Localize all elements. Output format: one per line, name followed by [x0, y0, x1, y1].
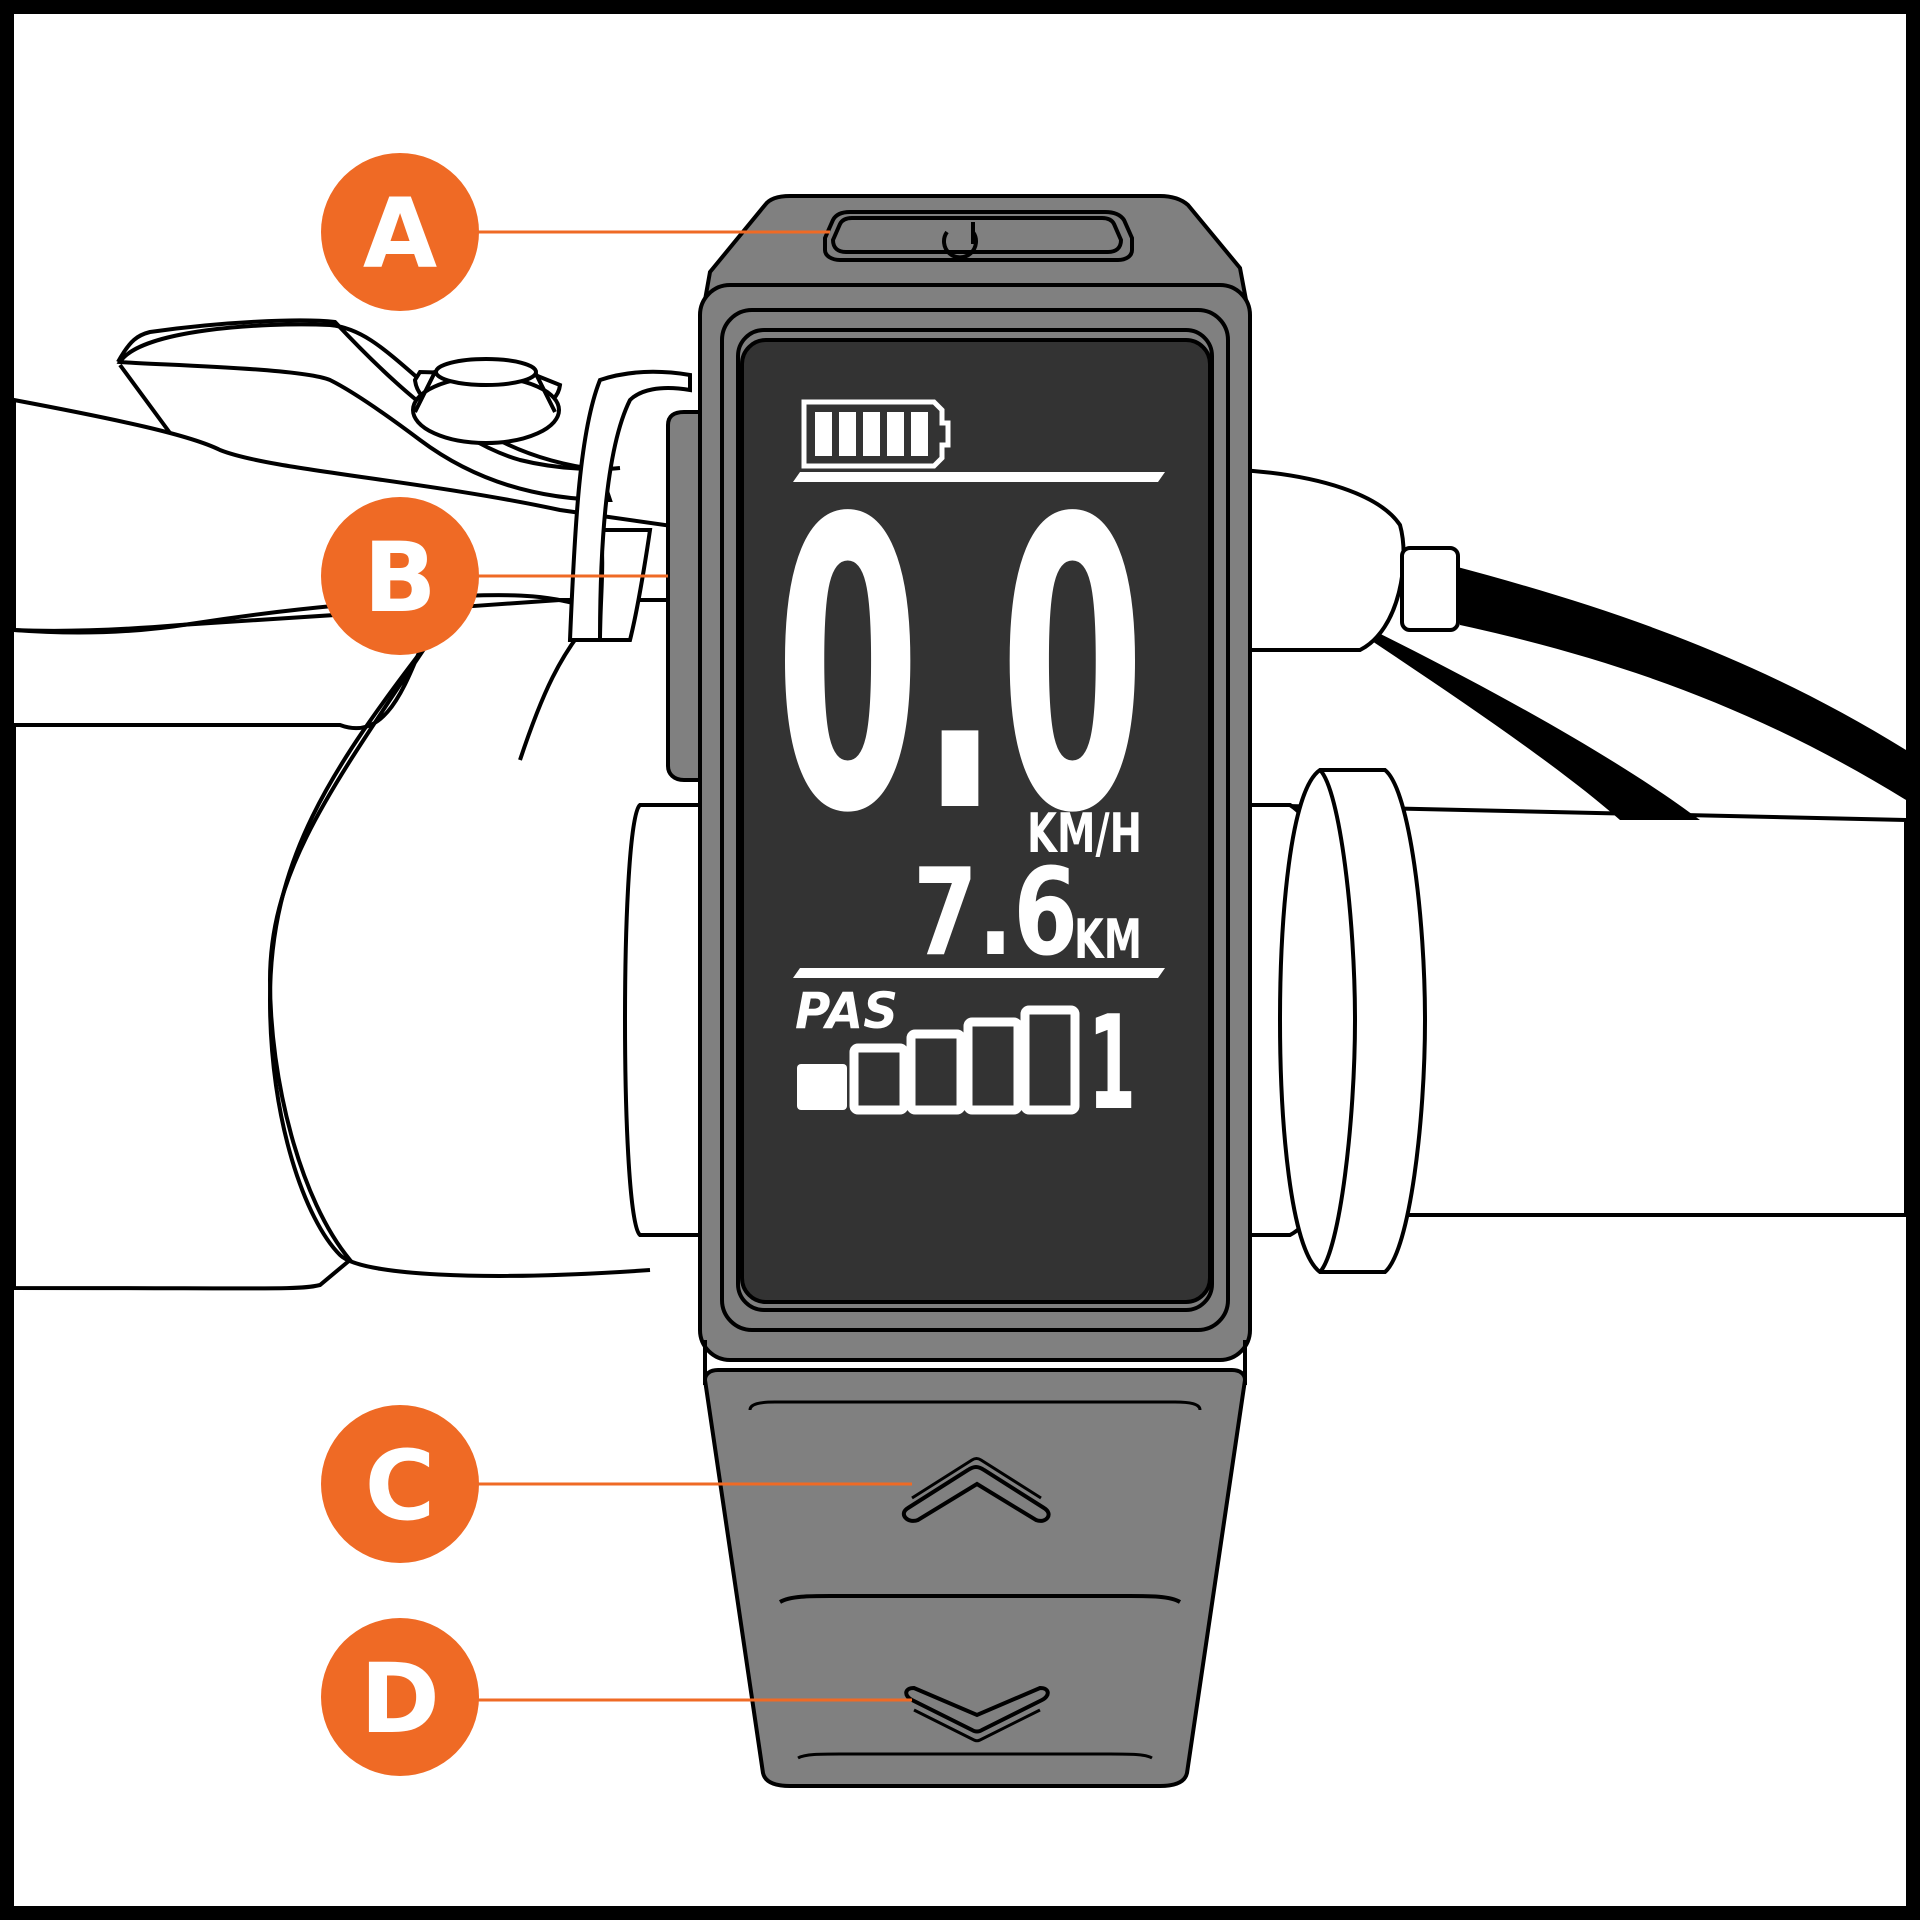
up-arrow-icon — [901, 1465, 1051, 1523]
cable-ferrule — [1400, 546, 1460, 632]
brake-lever-edge — [116, 318, 621, 472]
brake-cable-upper — [1450, 565, 1906, 800]
brake-lever-line — [118, 363, 172, 435]
callout-a: A — [321, 153, 830, 311]
assist-level-indicator — [797, 1005, 1080, 1115]
callout-letter-d: D — [360, 1643, 440, 1755]
power-button-icon — [942, 222, 978, 260]
panel-groove-bottom — [797, 1752, 1153, 1760]
callout-badge-a — [321, 153, 479, 311]
battery-bar — [815, 412, 832, 456]
callout-b: B — [321, 497, 668, 655]
distance-unit: KM — [1074, 908, 1142, 971]
lcd-divider-top — [793, 472, 1165, 482]
grip-body-outline — [267, 638, 651, 1278]
lcd-content: 0.0 KM/H 7.6 KM PAS 1 — [775, 399, 1165, 1139]
up-arrow-ridge — [911, 1457, 1042, 1500]
assist-box-empty — [963, 1017, 1023, 1115]
display-unit — [666, 194, 1252, 1788]
callout-badge-d — [321, 1618, 479, 1776]
assist-box-empty — [1020, 1005, 1080, 1115]
power-button-face — [830, 216, 1124, 254]
distance-value: 7.6 — [913, 844, 1078, 983]
callout-letter-b: B — [363, 522, 436, 634]
battery-bar — [887, 412, 904, 456]
ring-clamp-inner — [1318, 768, 1358, 1274]
panel-joint — [703, 1340, 1247, 1385]
battery-bar — [839, 412, 856, 456]
grip-top-edge — [13, 593, 601, 635]
up-arrow-button[interactable] — [901, 1457, 1051, 1523]
callouts: A B C D — [321, 153, 912, 1776]
cable-loop — [567, 369, 692, 642]
button-panel — [702, 1368, 1248, 1788]
brake-cable — [1250, 560, 1700, 820]
callout-badge-c — [321, 1405, 479, 1563]
brake-housing — [1238, 467, 1406, 652]
assist-box-filled — [797, 1064, 847, 1110]
panel-groove-top — [748, 1400, 1202, 1411]
handlebar-right — [1238, 467, 1908, 1274]
down-arrow-ridge — [913, 1708, 1041, 1743]
ring-clamp — [1277, 768, 1428, 1274]
callout-c: C — [321, 1405, 912, 1563]
assist-level-value: 1 — [1088, 987, 1136, 1139]
speed-value: 0.0 — [775, 436, 1145, 901]
panel-groove-mid — [778, 1594, 1182, 1604]
assist-label: PAS — [795, 982, 898, 1040]
assist-box-empty — [906, 1029, 966, 1115]
battery-bar — [911, 412, 928, 456]
callout-d: D — [321, 1618, 912, 1776]
assist-box-empty — [849, 1043, 909, 1115]
down-arrow-icon — [904, 1685, 1050, 1734]
shifter-knob-top — [434, 357, 538, 387]
mount-tube-left — [623, 803, 702, 1237]
callout-letter-a: A — [363, 178, 437, 290]
battery-icon — [801, 399, 951, 469]
down-arrow-button[interactable] — [904, 1685, 1050, 1743]
lcd-divider-bottom — [793, 968, 1165, 978]
callout-badge-b — [321, 497, 479, 655]
callout-letter-c: C — [365, 1430, 435, 1542]
speed-unit: KM/H — [1027, 802, 1142, 865]
battery-bar — [863, 412, 880, 456]
lcd-screen — [740, 338, 1212, 1304]
